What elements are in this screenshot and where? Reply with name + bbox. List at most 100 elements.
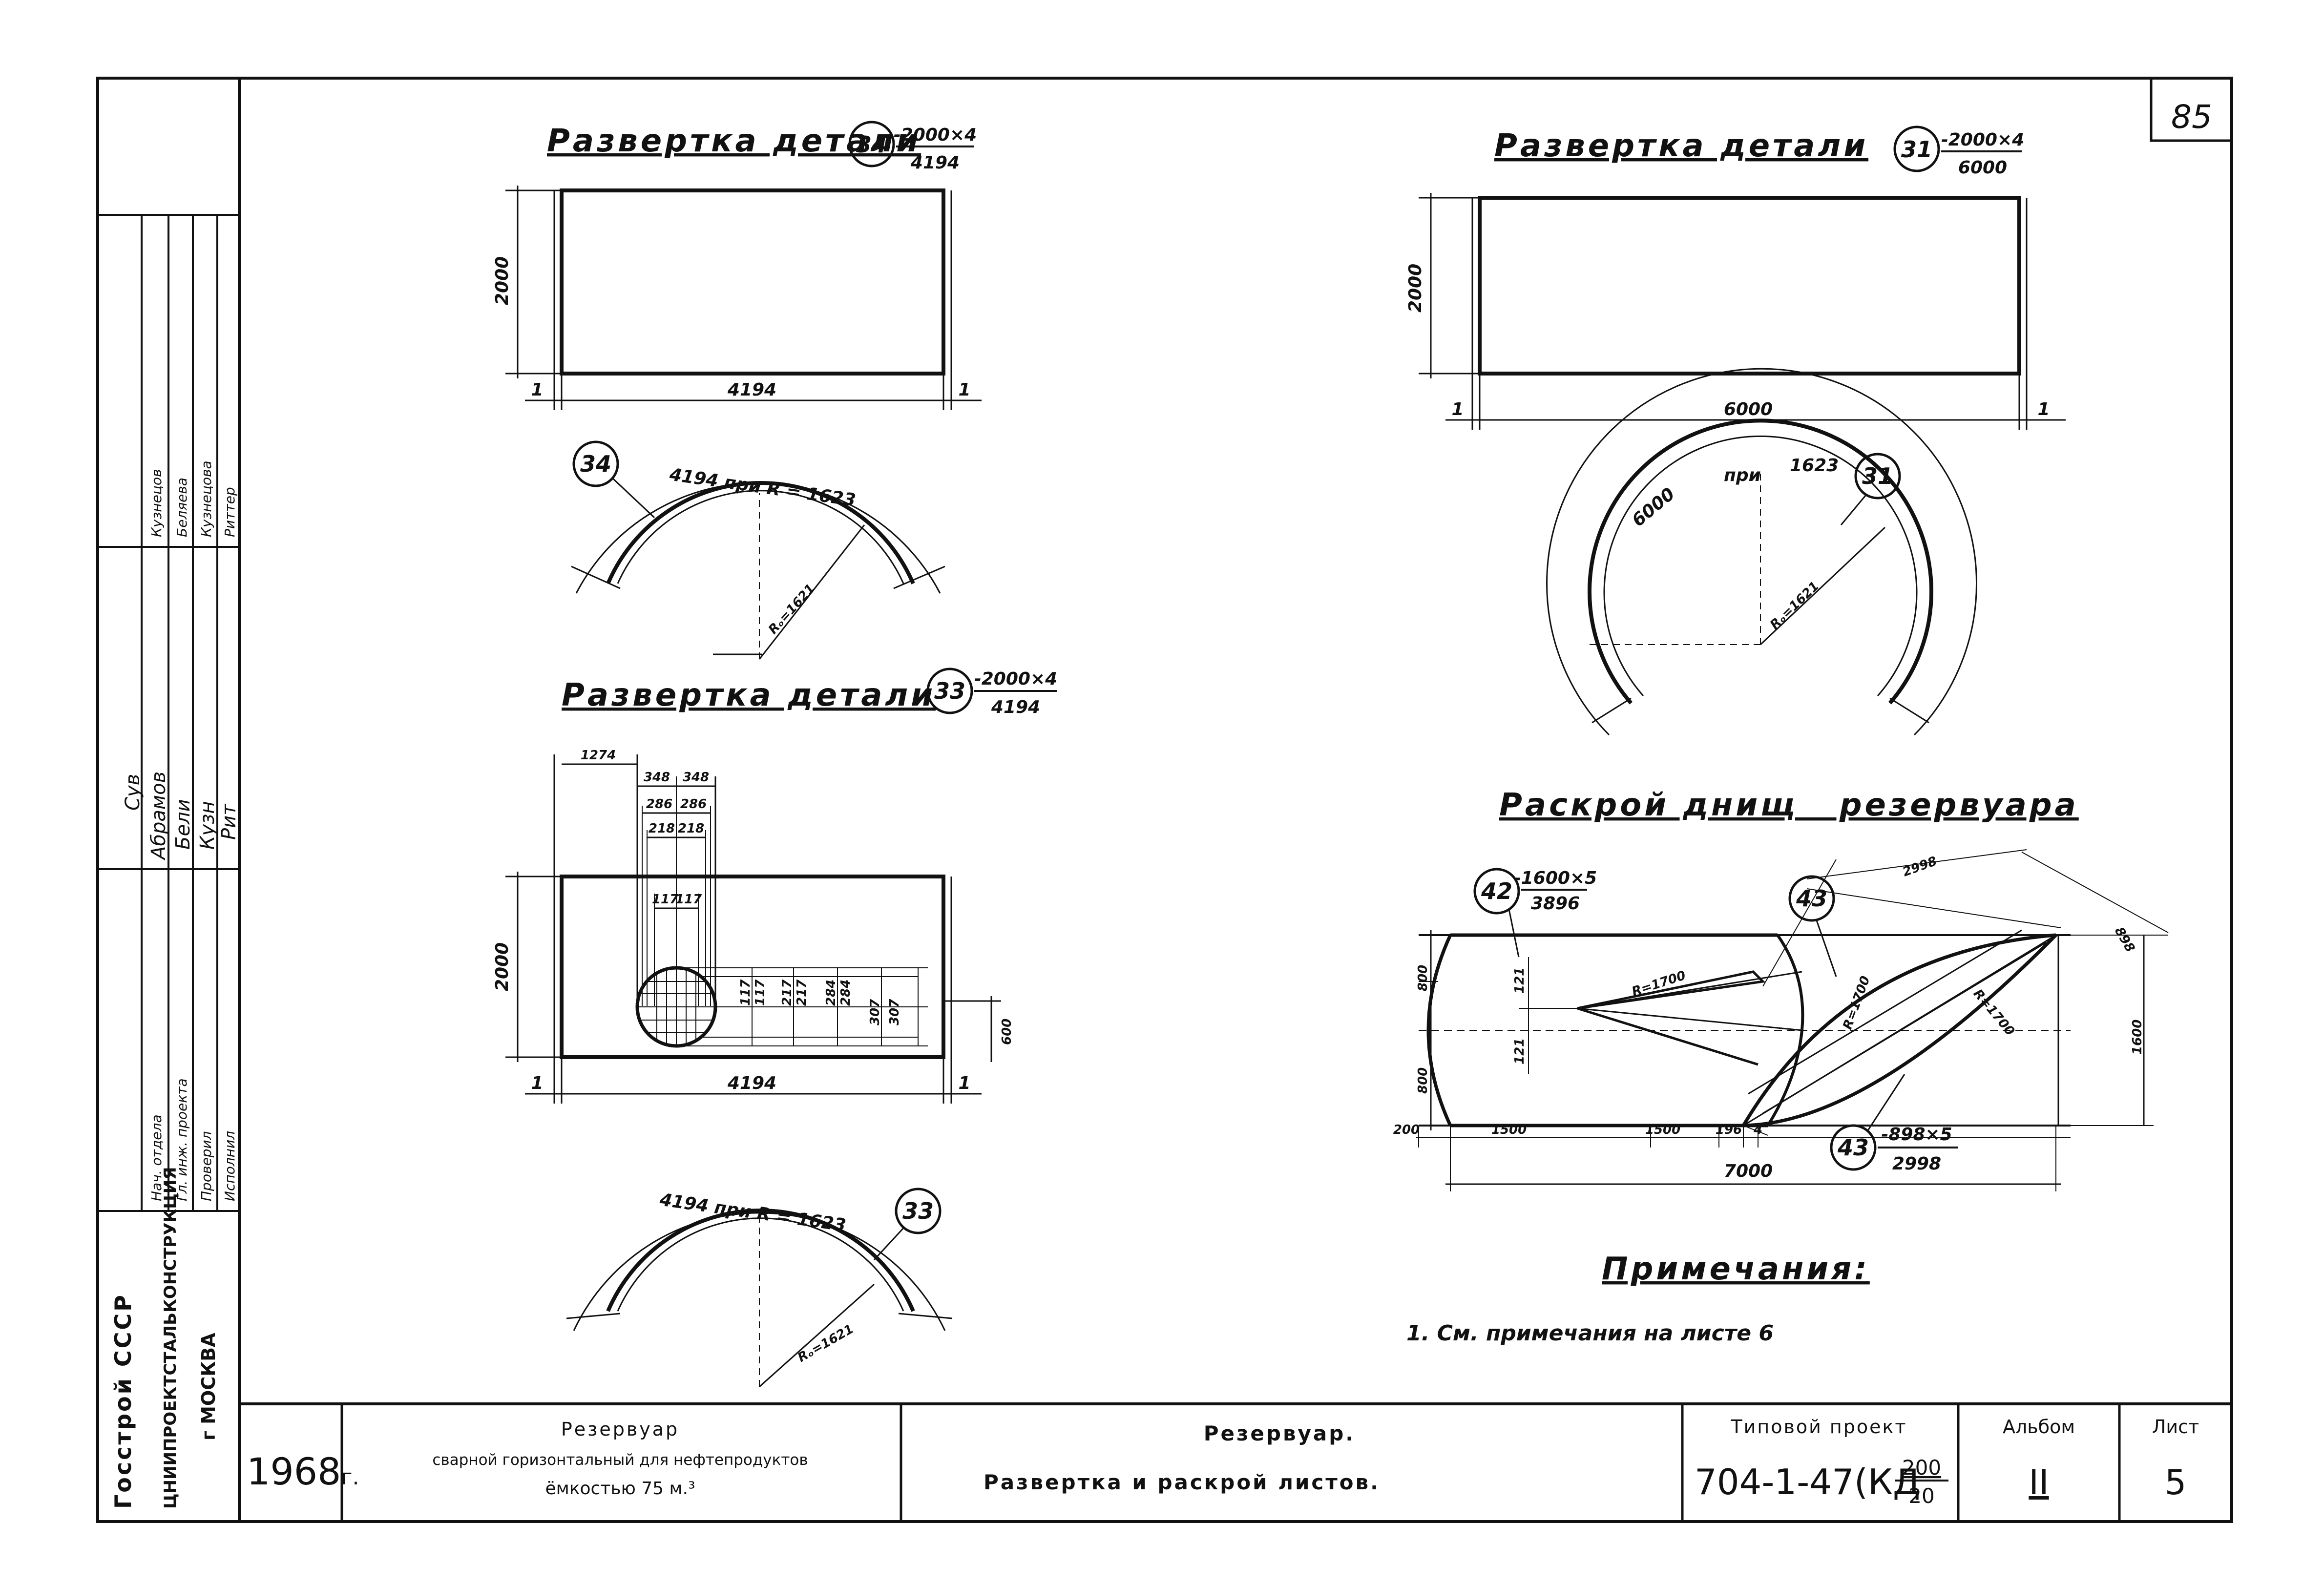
detail31-callout-circle: [1893, 125, 1940, 172]
bottoms-title: Раскрой днищ резервуара: [1499, 787, 2079, 823]
detail33-dim-vert-2: 117: [753, 979, 768, 1006]
detail34-right-gap: 1: [958, 380, 970, 400]
detail34-frac-top: -2000×4: [894, 125, 977, 145]
side-band: [98, 214, 239, 1212]
detail31-left-gap: 1: [1451, 399, 1464, 419]
detail31-arc-label-c: 1623: [1790, 456, 1839, 476]
bottoms-w-total: 7000: [1724, 1161, 1773, 1181]
sheet-label: Лист: [2152, 1416, 2199, 1438]
bottom43-frac-top: -898×5: [1881, 1125, 1952, 1145]
bottom43-lens-lower: [1743, 934, 2057, 1127]
gosstroy-label: Госстрой СССР: [110, 1293, 136, 1509]
detail31-callout: 31: [1901, 136, 1932, 163]
detail34-arc-inner: [617, 490, 904, 584]
detail34-frac-bottom: 4194: [910, 153, 960, 173]
detail34-arc-callout: 34: [580, 451, 611, 477]
project-frac-top: 200: [1902, 1456, 1941, 1480]
detail31-title: Развертка детали: [1494, 128, 1868, 164]
bottoms-h-total: 1600: [2130, 1020, 2145, 1055]
notes-title: Примечания:: [1602, 1251, 1870, 1287]
name-2: Беляева: [174, 478, 190, 537]
bottoms-layout: Раскрой днищ резервуара 800 800 121 121 …: [1393, 787, 2169, 1191]
name-1: Кузнецов: [148, 469, 165, 537]
detail33-dim-vert-8: 307: [887, 999, 902, 1025]
notes-item-1: 1. См. примечания на листе 6: [1406, 1321, 1774, 1346]
bottoms-h-bottom: 800: [1416, 1067, 1430, 1094]
bottoms-w-1500a: 1500: [1491, 1123, 1527, 1137]
detail33-left-gap: 1: [531, 1073, 543, 1093]
detail33-dim-vert-6: 284: [838, 980, 853, 1006]
detail31-arc-dim: [1546, 368, 1977, 736]
detail33-arc-callout-circle: [895, 1188, 942, 1234]
notes: Примечания: 1. См. примечания на листе 6: [1406, 1251, 1870, 1346]
detail34-arc-label: 4194 при R = 1623: [668, 464, 857, 510]
detail33-dim-mid3-1: 117: [652, 892, 679, 907]
year-value: 1968г.: [247, 1450, 359, 1493]
detail33-arc-callout: 33: [902, 1198, 934, 1224]
drawing-line-1: Резервуар.: [1204, 1421, 1356, 1445]
detail31-arc-outer: [1588, 418, 1933, 705]
detail34-arc-dim: [575, 482, 941, 594]
sheet-value: 5: [2165, 1462, 2187, 1503]
sign-4: Кузн: [196, 801, 219, 850]
detail-34: Развертка детали 34 -2000×4 4194 2000 41…: [492, 121, 982, 660]
name-4: Риттер: [222, 487, 238, 537]
bottom43a-callout: 43: [1796, 885, 1827, 912]
detail34-sheet: [560, 188, 945, 376]
sign-1: Сув: [122, 774, 144, 811]
project-label: Типовой проект: [1730, 1416, 1907, 1438]
bottoms-v121b: 121: [1512, 1038, 1527, 1064]
sign-3: Бели: [172, 799, 194, 850]
bottom42-left-edge: [1426, 934, 1452, 1127]
detail34-callout: 34: [856, 131, 887, 158]
detail34-left-gap: 1: [531, 380, 543, 400]
detail31-arc-inner: [1603, 435, 1918, 696]
detail33-frac-top: -2000×4: [974, 669, 1057, 689]
object-line-2: сварной горизонтальный для нефтепродукто…: [432, 1451, 808, 1469]
detail33-arc-outer: [606, 1208, 915, 1312]
detail33-arc-inner: [617, 1217, 904, 1312]
signatures-handwritten: Сув Абрамов Бели Кузн Рит: [122, 772, 240, 861]
detail31-arc-callout-circle: [1854, 453, 1901, 500]
bottoms-h-top: 800: [1416, 965, 1430, 991]
sheet-number: 85: [2171, 98, 2212, 136]
detail33-dim-top-1: 348: [644, 770, 670, 785]
detail31-frac-bottom: 6000: [1958, 158, 2007, 178]
detail33-dim-mid3-2: 117: [675, 892, 702, 907]
detail33-hole-offset-x: 1274: [581, 748, 616, 763]
project-number: 704-1-47(КД: [1695, 1461, 1920, 1503]
detail34-arc-callout-circle: [572, 440, 619, 487]
detail31-radius: Rₒ=1621: [1767, 579, 1822, 632]
detail33-width: 4194: [727, 1073, 776, 1093]
detail33-sheet: [560, 875, 945, 1059]
detail33-frac-bottom: 4194: [991, 697, 1040, 717]
name-3: Кузнецова: [198, 460, 214, 537]
detail33-dim-vert-5: 284: [824, 980, 838, 1006]
frame: [96, 77, 2233, 1523]
detail31-arc-label-b: при: [1724, 465, 1761, 485]
detail33-dim-vert-4: 217: [795, 979, 809, 1006]
bottom42-wedge: [1577, 970, 1766, 1066]
title-block: [340, 1404, 2121, 1522]
object-line-3: ёмкостью 75 м.³: [545, 1479, 695, 1499]
detail34-width: 4194: [727, 380, 776, 400]
city-label: г МОСКВА: [198, 1333, 219, 1440]
bottom43b-callout-circle: [1830, 1124, 1877, 1171]
project-frac-bottom: 20: [1908, 1484, 1934, 1508]
bottom43-lens-upper: [1741, 933, 2056, 1127]
bottoms-diag-w: 898: [2112, 925, 2137, 955]
object-line-1: Резервуар: [561, 1419, 679, 1440]
sign-2: Абрамов: [147, 772, 170, 861]
role-2: Гл. инж. проекта: [174, 1078, 190, 1201]
detail33-dim-top-2: 348: [683, 770, 709, 785]
role-4: Исполнил: [222, 1131, 238, 1201]
detail33-dim-vert-7: 307: [868, 999, 882, 1025]
detail33-callout: 33: [934, 678, 965, 704]
detail33-dim-mid1-2: 286: [680, 797, 707, 812]
album-label: Альбом: [2003, 1416, 2075, 1438]
detail-31: Развертка детали 31 -2000×4 6000 2000 60…: [1405, 125, 2066, 736]
bottoms-w-196: 196: [1716, 1123, 1742, 1137]
detail34-height: 2000: [492, 256, 512, 305]
role-1: Нач. отдела: [148, 1114, 165, 1201]
